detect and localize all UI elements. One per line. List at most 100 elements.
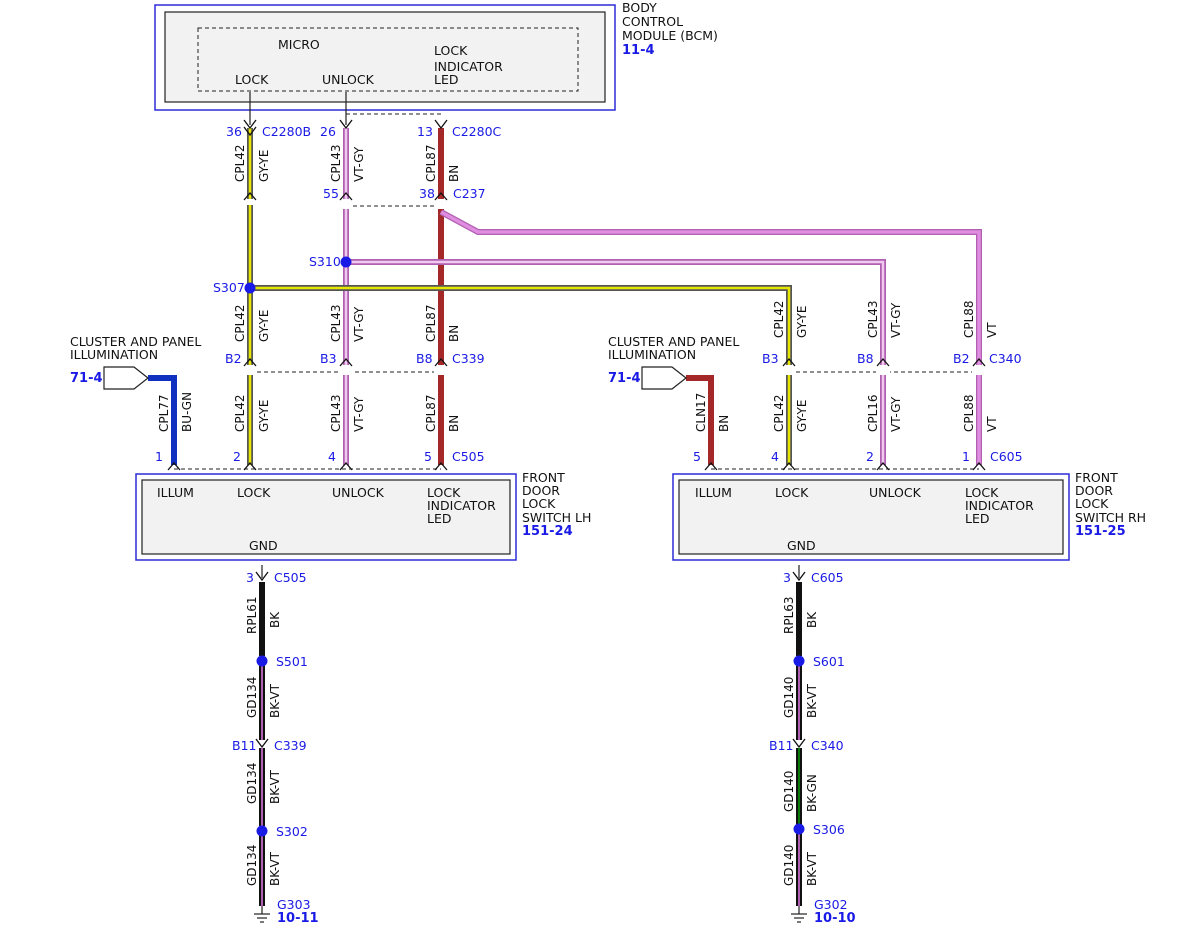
pin-3-lh: 3 bbox=[246, 570, 254, 585]
wire-cpl88 bbox=[439, 209, 982, 465]
label-cpl43-d: CPL43 bbox=[866, 300, 880, 338]
bcm-box bbox=[164, 11, 606, 103]
ground-g302-ref[interactable]: 10-10 bbox=[814, 911, 856, 926]
switch-rh-box bbox=[678, 479, 1064, 555]
label-gd134-a: GD134 bbox=[245, 677, 259, 718]
label-cpl88-a: CPL88 bbox=[962, 300, 976, 338]
switch-rh-name-2: DOOR bbox=[1075, 483, 1113, 498]
switch-rh-ref[interactable]: 151-25 bbox=[1075, 524, 1126, 539]
ground-run-lh bbox=[254, 565, 270, 923]
cluster-rh-label-1: CLUSTER AND PANEL bbox=[608, 334, 739, 349]
pin-2-rh: 2 bbox=[866, 449, 874, 464]
label-cpl43-a: CPL43 bbox=[329, 144, 343, 182]
label-gyye-d: GY-YE bbox=[795, 306, 809, 338]
splice-s306-label: S306 bbox=[813, 822, 845, 837]
pin-2-lh: 2 bbox=[233, 449, 241, 464]
cluster-lh-label-1: CLUSTER AND PANEL bbox=[70, 334, 201, 349]
label-bkvt-c: BK-VT bbox=[268, 851, 282, 886]
ground-run-rh bbox=[791, 565, 807, 923]
label-cpl88-b: CPL88 bbox=[962, 394, 976, 432]
pin-3-rh: 3 bbox=[783, 570, 791, 585]
label-bn-c: BN bbox=[447, 415, 461, 432]
pin-5-rh: 5 bbox=[693, 449, 701, 464]
switch-lh-name-4: SWITCH LH bbox=[522, 510, 591, 525]
connector-breaks bbox=[243, 199, 986, 375]
splice-s601-label: S601 bbox=[813, 654, 845, 669]
label-gyye-e: GY-YE bbox=[795, 400, 809, 432]
label-bk-lh: BK bbox=[268, 611, 282, 628]
switch-lh-name-3: LOCK bbox=[522, 496, 556, 511]
switch-rh-name-3: LOCK bbox=[1075, 496, 1109, 511]
splice-s601 bbox=[793, 655, 805, 667]
label-bn-a: BN bbox=[447, 165, 461, 182]
label-bn-b: BN bbox=[447, 325, 461, 342]
connector-c339: C339 bbox=[452, 351, 485, 366]
pin-b2-lh: B2 bbox=[225, 351, 242, 366]
label-vt-b: VT bbox=[985, 416, 999, 432]
splice-s501-label: S501 bbox=[276, 654, 308, 669]
switch-lh-box bbox=[141, 479, 511, 555]
pin-b11-rh: B11 bbox=[769, 738, 793, 753]
pin-b2-rh: B2 bbox=[953, 351, 970, 366]
ground-g303-ref[interactable]: 10-11 bbox=[277, 911, 319, 926]
switch-lh-ref[interactable]: 151-24 bbox=[522, 524, 573, 539]
label-bn-d: BN bbox=[717, 415, 731, 432]
label-cpl43-c: CPL43 bbox=[329, 394, 343, 432]
ground-g302: G302 bbox=[814, 897, 848, 912]
bcm-led-label-2: INDICATOR bbox=[434, 59, 503, 74]
label-gyye-b: GY-YE bbox=[257, 310, 271, 342]
pin-1-lh: 1 bbox=[155, 449, 163, 464]
wire-cln17 bbox=[686, 375, 714, 465]
label-gd140-b: GD140 bbox=[782, 771, 796, 812]
label-cpl77: CPL77 bbox=[157, 394, 171, 432]
switch-rh-name-1: FRONT bbox=[1075, 470, 1118, 485]
label-cpl87-c: CPL87 bbox=[424, 394, 438, 432]
bcm-micro-box bbox=[197, 27, 579, 92]
bcm-micro-label: MICRO bbox=[278, 37, 320, 52]
connector-c237: C237 bbox=[453, 186, 486, 201]
connector-c339-gnd: C339 bbox=[274, 738, 307, 753]
bcm-frame bbox=[154, 4, 616, 111]
label-cpl16: CPL16 bbox=[866, 394, 880, 432]
label-rpl61: RPL61 bbox=[245, 596, 259, 634]
label-vtgy-a: VT-GY bbox=[352, 146, 366, 182]
splice-s310 bbox=[340, 256, 352, 268]
pin-4-lh: 4 bbox=[328, 449, 336, 464]
switch-lh-name-2: DOOR bbox=[522, 483, 560, 498]
bcm-ref[interactable]: 11-4 bbox=[622, 43, 655, 58]
pin-5-lh: 5 bbox=[424, 449, 432, 464]
wire-cpl42-branch bbox=[250, 285, 792, 465]
bcm-name-2: CONTROL bbox=[622, 14, 683, 29]
switch-rh-frame bbox=[672, 473, 1070, 561]
switch-rh-lock: LOCK bbox=[775, 485, 809, 500]
label-cpl43-b: CPL43 bbox=[329, 304, 343, 342]
pin-26: 26 bbox=[320, 124, 336, 139]
label-bkvt-a: BK-VT bbox=[268, 683, 282, 718]
switch-rh: ILLUM LOCK UNLOCK LOCK INDICATOR LED GND… bbox=[672, 470, 1146, 561]
switch-rh-gnd: GND bbox=[787, 538, 816, 553]
pin-38: 38 bbox=[419, 186, 435, 201]
cluster-connector-lh: CLUSTER AND PANEL ILLUMINATION 71-4 bbox=[70, 334, 201, 390]
bcm-name-3: MODULE (BCM) bbox=[622, 28, 718, 43]
connector-c2280b: C2280B bbox=[262, 124, 311, 139]
label-vtgy-c: VT-GY bbox=[352, 396, 366, 432]
wire-cpl43-branch bbox=[346, 259, 886, 465]
label-cpl87-b: CPL87 bbox=[424, 304, 438, 342]
switch-lh-frame bbox=[135, 473, 517, 561]
cluster-lh-ref[interactable]: 71-4 bbox=[70, 371, 103, 386]
bcm-name-1: BODY bbox=[622, 0, 657, 15]
label-bkvt-e: BK-VT bbox=[805, 851, 819, 886]
connector-arrows bbox=[167, 119, 986, 749]
switch-rh-unlock: UNLOCK bbox=[869, 485, 922, 500]
cluster-rh-label-2: ILLUMINATION bbox=[608, 347, 696, 362]
cluster-rh-ref[interactable]: 71-4 bbox=[608, 371, 641, 386]
connector-c505-gnd: C505 bbox=[274, 570, 307, 585]
label-bk-rh: BK bbox=[805, 611, 819, 628]
switch-lh-unlock: UNLOCK bbox=[332, 485, 385, 500]
switch-lh-led-3: LED bbox=[427, 511, 452, 526]
splice-s310-label: S310 bbox=[309, 254, 341, 269]
switch-rh-led-3: LED bbox=[965, 511, 990, 526]
label-gd140-a: GD140 bbox=[782, 677, 796, 718]
label-cpl42-d: CPL42 bbox=[772, 300, 786, 338]
